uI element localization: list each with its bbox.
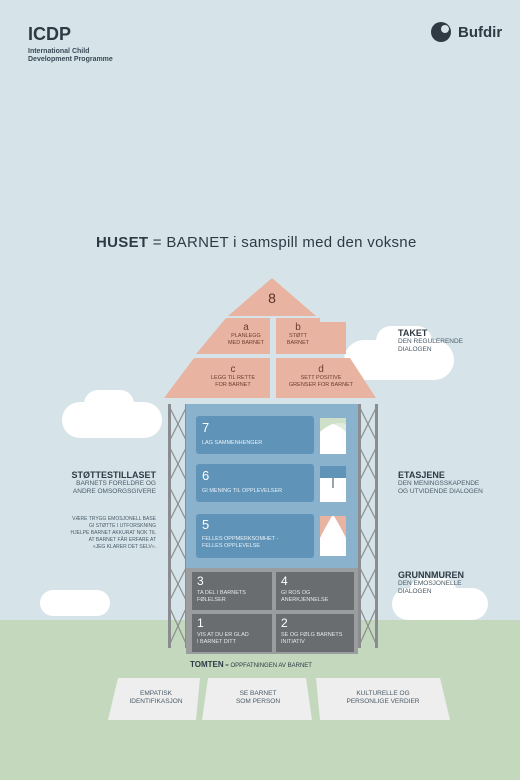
floor-6 [196, 464, 314, 502]
wall-3-number: 3 [197, 574, 204, 588]
stottestillaset-note: VÆRE TRYGG EMOSJONELL BASE GI STØTTE I U… [70, 516, 157, 550]
roof-number: 8 [268, 290, 276, 306]
floor-6-number: 6 [202, 468, 210, 483]
floor-7-number: 7 [202, 420, 210, 435]
cloud [84, 390, 134, 418]
bufdir-wordmark: Bufdir [458, 24, 503, 41]
curtain-icon [320, 516, 346, 538]
taket-label: TAKET DEN REGULERENDE DIALOGEN [398, 328, 464, 353]
bufdir-mark-icon [431, 22, 451, 42]
cloud [376, 326, 432, 356]
grunnmuren-label: GRUNNMUREN DEN EMOSJONELLE DIALOGEN [398, 570, 464, 595]
wall-4-number: 4 [281, 574, 288, 588]
wall-block-4 [276, 572, 354, 610]
cloud [410, 578, 456, 602]
roof-b-text: b STØTT BARNET [286, 322, 310, 346]
roof-chimney [320, 322, 346, 354]
logo-subtitle: International Child Development Programm… [28, 48, 113, 63]
plot-2 [202, 678, 312, 720]
plot-3 [316, 678, 450, 720]
headline: HUSET = BARNET i samspill med den voksne [96, 234, 417, 251]
floor-6-label: GI MENING TIL OPPLEVELSER [202, 488, 283, 494]
wall-1-number: 1 [197, 616, 204, 630]
roof-b [276, 318, 320, 354]
roof-c-text: c LEGG TIL RETTE FOR BARNET [210, 364, 255, 388]
wall-block-1 [192, 614, 272, 652]
wall-block-2 [276, 614, 354, 652]
tomten-title: TOMTEN = OPPFATNINGEN AV BARNET [190, 660, 312, 669]
stottestillaset-label: STØTTESTILLASET BARNETS FORELDRE OG ANDR… [71, 470, 157, 495]
roof-c [164, 358, 270, 398]
roof-d-text: d SETT POSITIVE GRENSER FOR BARNET [288, 364, 354, 388]
floor-5-number: 5 [202, 517, 210, 532]
floor-5-label-1: FELLES OPPMERKSOMHET - [202, 536, 279, 542]
roof-top [228, 278, 316, 316]
bufdir-logo: Bufdir [430, 21, 510, 45]
blind-icon [320, 466, 346, 488]
logo-title: ICDP [28, 24, 72, 44]
etasjene-label: ETASJENE DEN MENINGSSKAPENDE OG UTVIDEND… [398, 470, 483, 495]
floor-7 [196, 416, 314, 454]
roof-a [196, 318, 270, 354]
wall-block-3 [192, 572, 272, 610]
roof-a-text: a PLANLEGG MED BARNET [227, 322, 265, 346]
plot-1 [108, 678, 200, 720]
cloud [40, 590, 110, 616]
floor-7-label: LAG SAMMENHENGER [202, 440, 263, 446]
curtain-icon [320, 418, 346, 432]
floor-5-label-2: FELLES OPPLEVELSE [202, 543, 261, 549]
right-scaffold [358, 404, 378, 648]
floor-5 [196, 514, 314, 558]
roof-d [276, 358, 376, 398]
wall-2-number: 2 [281, 616, 288, 630]
